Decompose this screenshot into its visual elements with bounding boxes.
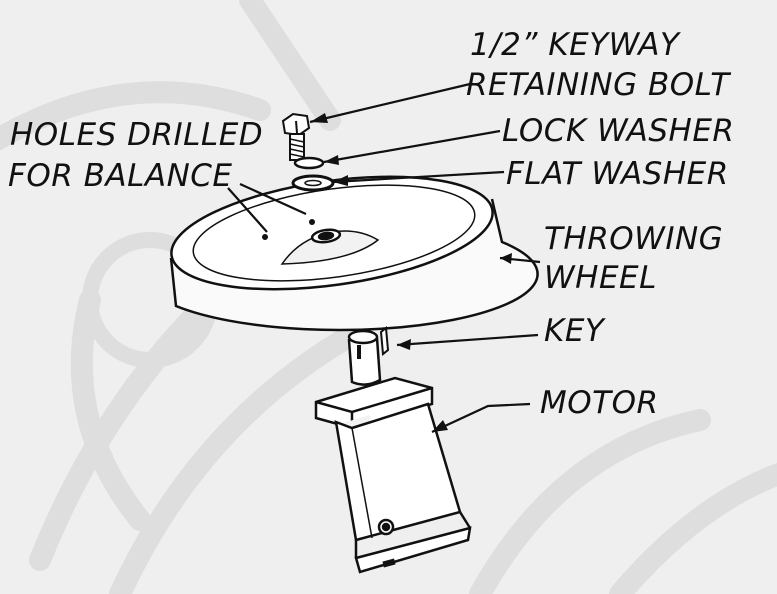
flat-washer-hole: [304, 179, 322, 187]
leader-arrowheads: [310, 113, 512, 432]
label-keyway-retaining-bolt-line1: 1/2” KEYWAY: [470, 27, 680, 63]
label-key: KEY: [544, 313, 605, 349]
label-motor: MOTOR: [540, 385, 659, 421]
label-throwing-wheel-line2: WHEEL: [544, 260, 657, 296]
lock-washer: [293, 156, 325, 170]
label-keyway-retaining-bolt-line2: RETAINING BOLT: [466, 67, 730, 103]
key-part: [379, 326, 390, 356]
balance-holes: [262, 219, 315, 240]
flat-washer: [291, 174, 335, 192]
label-flat-washer: FLAT WASHER: [506, 156, 729, 192]
label-holes-drilled-line2: FOR BALANCE: [8, 158, 233, 194]
wheel-rim-top-inner: [192, 184, 476, 282]
wheel-center-bore-inner: [317, 231, 335, 241]
label-throwing-wheel-line1: THROWING: [544, 221, 724, 257]
throwing-wheel: [169, 175, 539, 332]
wheel-hub: [280, 230, 380, 265]
motor: [314, 329, 472, 574]
label-lock-washer: LOCK WASHER: [502, 113, 735, 149]
leader-lines: [227, 82, 541, 433]
keyway-retaining-bolt: [281, 112, 311, 161]
label-holes-drilled-line1: HOLES DRILLED: [10, 117, 264, 153]
